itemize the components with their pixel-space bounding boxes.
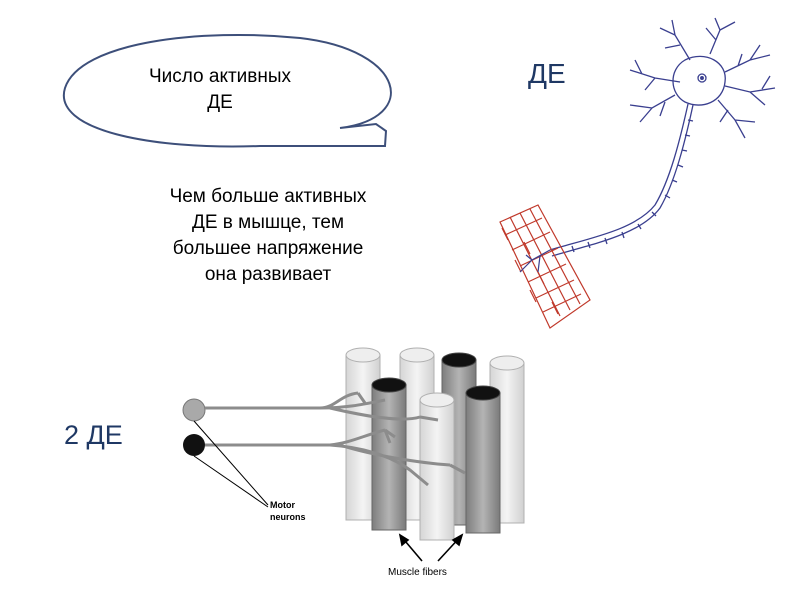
motor-unit-label: ДЕ (528, 58, 566, 89)
explanation-line-4: она развивает (204, 264, 332, 285)
neuron-soma (672, 55, 726, 106)
dendrite (724, 75, 776, 106)
muscle-fibers-label: Muscle fibers (388, 567, 447, 578)
motor-unit-diagram: Motor neurons Muscle fibers (182, 347, 525, 578)
motor-neurons-label: Motor (270, 500, 295, 510)
dendrite (724, 44, 771, 73)
axon (549, 103, 689, 251)
muscle-fiber-light (419, 392, 455, 541)
muscle-fiber-dark (465, 385, 501, 534)
muscle-bundle (499, 204, 591, 329)
dendrite (705, 17, 736, 55)
dendrite (629, 59, 681, 91)
axon-black-neuron (205, 428, 451, 487)
explanation-line-1: Чем больше активных (169, 186, 367, 207)
two-motor-units-label: 2 ДЕ (64, 420, 123, 450)
explanation-text: Чем больше активных ДЕ в мышце, тем боль… (118, 184, 418, 288)
neuron-illustration (499, 17, 776, 329)
motor-neuron-black (183, 434, 205, 456)
motor-neurons-label: neurons (270, 512, 306, 522)
bubble-line-2: ДЕ (207, 92, 233, 113)
motor-neuron-gray (182, 398, 206, 422)
explanation-line-2: ДЕ в мышце, тем (191, 212, 345, 233)
explanation-line-3: большее напряжение (172, 238, 364, 259)
neuron-nucleus (697, 73, 707, 83)
bubble-line-1: Число активных (148, 66, 292, 87)
speech-bubble-text: Число активных ДЕ (100, 64, 340, 116)
dendrite (659, 19, 691, 61)
axon-terminal (519, 249, 551, 273)
axon-gray-neuron (205, 391, 421, 421)
dendrite (629, 94, 676, 123)
dendrite (717, 99, 756, 139)
